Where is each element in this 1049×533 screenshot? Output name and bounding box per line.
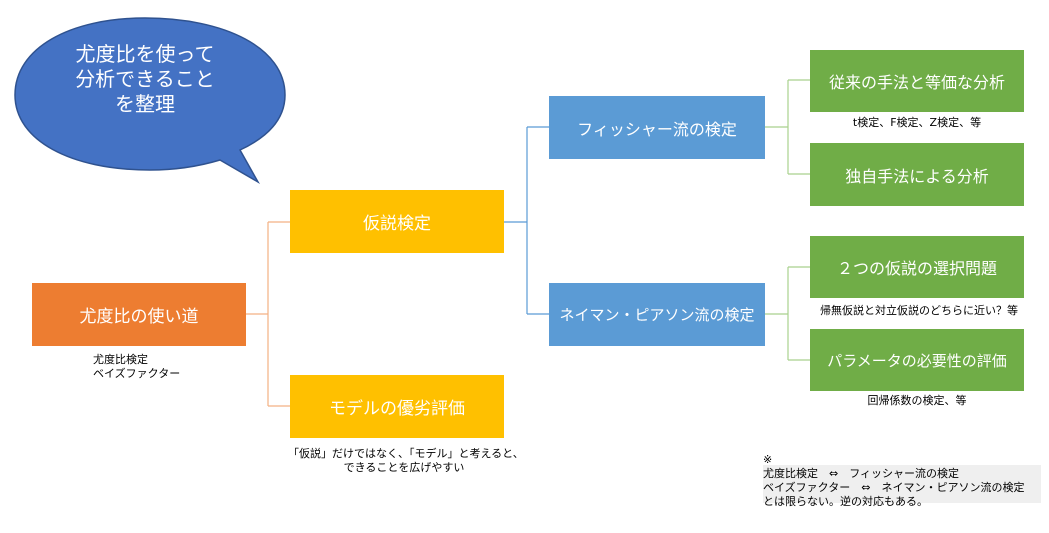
node-two-hypotheses-label: ２つの仮説の選択問題 <box>836 259 997 278</box>
footnote-line-1: ※ <box>763 453 773 466</box>
bubble-line-2: 分析できること <box>75 67 215 91</box>
connector-hypothesis <box>504 126 549 315</box>
footnote-shade <box>763 465 1041 503</box>
note-two-hypotheses-text: 帰無仮説と対立仮説のどちらに近い？等 <box>820 304 1018 317</box>
note-root-line-2: ベイズファクター <box>93 367 181 380</box>
note-root: 尤度比検定 ベイズファクター <box>93 353 180 381</box>
bubble-line-3: を整理 <box>115 92 175 116</box>
footnote-line-2: 尤度比検定 ⇔ フィッシャー流の検定 <box>763 467 959 480</box>
speech-bubble <box>14 17 286 185</box>
note-equiv-analysis: t検定、F検定、Z検定、等 <box>810 116 1024 130</box>
bubble-text: 尤度比を使って 分析できること を整理 <box>40 42 250 117</box>
footnote-line-3: ベイズファクター ⇔ ネイマン・ピアソン流の検定 <box>763 481 1025 494</box>
note-two-hypotheses: 帰無仮説と対立仮説のどちらに近い？等 <box>803 304 1035 318</box>
node-hypothesis-test: 仮説検定 <box>290 190 504 253</box>
node-original-analysis: 独自手法による分析 <box>810 143 1024 206</box>
note-root-line-1: 尤度比検定 <box>93 353 148 366</box>
node-param-eval: パラメータの必要性の評価 <box>810 329 1024 391</box>
connector-fisher <box>765 79 810 175</box>
node-equiv-analysis-label: 従来の手法と等価な分析 <box>828 73 1005 92</box>
connector-neyman <box>765 266 810 361</box>
node-two-hypotheses: ２つの仮説の選択問題 <box>810 236 1024 298</box>
node-neyman-label: ネイマン・ピアソン流の検定 <box>559 306 755 324</box>
node-model-eval: モデルの優劣評価 <box>290 375 504 438</box>
speech-bubble-shape <box>14 17 286 185</box>
node-root-label: 尤度比の使い道 <box>79 307 199 327</box>
node-hypothesis-test-label: 仮説検定 <box>363 214 431 234</box>
bubble-line-1: 尤度比を使って <box>75 42 215 66</box>
note-model-eval-line-2: できることを広げやすい <box>343 461 465 474</box>
note-param-eval-text: 回帰係数の検定、等 <box>867 394 967 407</box>
footnote-line-4: とは限らない。逆の対応もある。 <box>763 495 928 508</box>
node-param-eval-label: パラメータの必要性の評価 <box>827 351 1007 370</box>
node-model-eval-label: モデルの優劣評価 <box>329 399 465 419</box>
node-root: 尤度比の使い道 <box>32 283 246 346</box>
node-neyman: ネイマン・ピアソン流の検定 <box>549 283 765 346</box>
note-model-eval-line-1: 「仮説」だけではなく、「モデル」と考えると、 <box>288 447 524 460</box>
note-param-eval: 回帰係数の検定、等 <box>810 394 1024 408</box>
node-original-analysis-label: 独自手法による分析 <box>845 166 989 186</box>
node-fisher: フィッシャー流の検定 <box>549 96 765 159</box>
node-fisher-label: フィッシャー流の検定 <box>577 119 737 139</box>
note-equiv-analysis-text: t検定、F検定、Z検定、等 <box>852 116 982 129</box>
note-model-eval: 「仮説」だけではなく、「モデル」と考えると、 できることを広げやすい <box>288 447 524 475</box>
node-equiv-analysis: 従来の手法と等価な分析 <box>810 50 1024 112</box>
footnote: ※ 尤度比検定 ⇔ フィッシャー流の検定 ベイズファクター ⇔ ネイマン・ピアソ… <box>763 453 1024 509</box>
connector-root <box>246 221 290 407</box>
